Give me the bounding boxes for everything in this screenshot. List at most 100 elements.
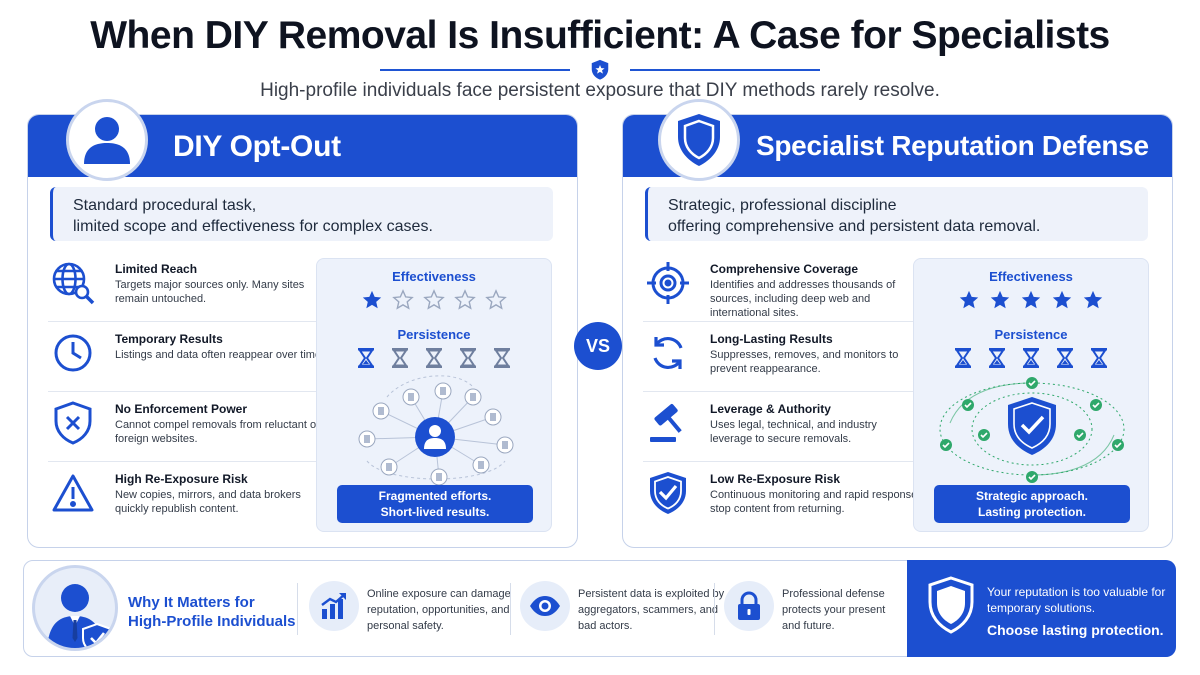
star-outline-icon (454, 289, 476, 310)
gavel-icon (650, 403, 682, 442)
star-filled-icon (990, 290, 1010, 309)
chart-up-icon (321, 593, 346, 619)
feature-title: Low Re-Exposure Risk (710, 472, 841, 486)
star-filled-icon (1052, 290, 1072, 309)
star-filled-icon (1021, 290, 1041, 309)
persistence-label: Persistence (994, 327, 1068, 342)
hourglass-faded-icon (426, 348, 442, 368)
feature-title: No Enforcement Power (115, 402, 248, 416)
user-avatar (66, 99, 148, 181)
specialist-features: Comprehensive Coverage Identifies and ad… (643, 252, 923, 532)
professional-avatar (32, 565, 118, 651)
why-heading: Why It Matters for High-Profile Individu… (128, 594, 296, 630)
shield-icon (678, 114, 720, 166)
shield-star-icon (591, 59, 609, 80)
diy-description: Standard procedural task, limited scope … (50, 187, 553, 241)
feature-text: Suppresses, removes, and monitors to pre… (710, 349, 899, 375)
feature-title: High Re-Exposure Risk (115, 472, 248, 486)
matters-text: Professional defense protects your prese… (782, 588, 886, 632)
shield-check-icon (650, 472, 686, 514)
cta-banner: Your reputation is too valuable for temp… (907, 560, 1176, 657)
page-title: When DIY Removal Is Insufficient: A Case… (90, 14, 1110, 57)
diy-effectiveness-card: Effectiveness Persistence (316, 258, 552, 532)
shield-icon (928, 576, 974, 634)
diy-panel: DIY Opt-Out Standard procedural task, li… (27, 99, 578, 548)
shield-avatar (658, 99, 740, 181)
eye-icon (530, 596, 560, 616)
vs-badge: VS (574, 322, 622, 370)
feature-text: Continuous monitoring and rapid response… (710, 489, 918, 515)
feature-text: Identifies and addresses thousands of so… (710, 279, 896, 319)
lock-icon (738, 591, 760, 620)
star-filled-icon (1083, 290, 1103, 309)
feature-text: Cannot compel removals from reluctant or… (115, 419, 320, 445)
list-item: No Enforcement Power Cannot compel remov… (48, 392, 328, 462)
diy-panel-title: DIY Opt-Out (173, 130, 341, 163)
feature-title: Limited Reach (115, 262, 198, 276)
divider (297, 583, 298, 635)
rating-stars (317, 289, 551, 311)
hourglass-filled-icon (1057, 348, 1073, 368)
list-item: High Re-Exposure Risk New copies, mirror… (48, 462, 328, 532)
hourglass-filled-icon (1023, 348, 1039, 368)
specialist-panel-header: Specialist Reputation Defense (623, 99, 1172, 181)
hourglass-faded-icon (392, 348, 408, 368)
why-it-matters-strip: Why It Matters for High-Profile Individu… (23, 560, 1176, 657)
hourglass-faded-icon (460, 348, 476, 368)
list-item: Long-Lasting Results Suppresses, removes… (643, 322, 923, 392)
hourglass-row (317, 347, 551, 369)
star-outline-icon (485, 289, 507, 310)
cta-strong: Choose lasting protection. (987, 622, 1164, 638)
specialist-panel: Specialist Reputation Defense Strategic,… (622, 99, 1173, 548)
feature-title: Temporary Results (115, 332, 223, 346)
shield-x-icon (54, 401, 92, 445)
feature-title: Leverage & Authority (710, 402, 831, 416)
matters-text: Online exposure can damage reputation, o… (367, 588, 511, 632)
star-filled-icon (362, 290, 382, 309)
feature-text: New copies, mirrors, and data brokers qu… (115, 489, 301, 515)
feature-title: Long-Lasting Results (710, 332, 833, 346)
target-icon (647, 262, 689, 304)
fragmented-network-graphic (358, 375, 514, 486)
star-outline-icon (423, 289, 445, 310)
diy-result-banner: Fragmented efforts. Short-lived results. (337, 485, 533, 523)
hourglass-filled-icon (1091, 348, 1107, 368)
hourglass-filled-icon (955, 348, 971, 368)
diy-panel-header: DIY Opt-Out (28, 99, 577, 181)
list-item: Leverage & Authority Uses legal, technic… (643, 392, 923, 462)
clock-icon (54, 334, 92, 372)
effectiveness-label: Effectiveness (392, 269, 476, 284)
list-item: Low Re-Exposure Risk Continuous monitori… (643, 462, 923, 532)
feature-text: Targets major sources only. Many sites r… (115, 279, 305, 305)
hourglass-filled-icon (989, 348, 1005, 368)
title-divider (380, 59, 820, 80)
hourglass-filled-icon (358, 348, 374, 368)
specialist-result-banner: Strategic approach. Lasting protection. (934, 485, 1130, 523)
user-icon (84, 117, 130, 164)
divider (714, 583, 715, 635)
warning-icon (52, 474, 94, 512)
feature-text: Listings and data often reappear over ti… (115, 349, 325, 361)
effectiveness-label: Effectiveness (989, 269, 1073, 284)
specialist-effectiveness-card: Effectiveness Persistence (913, 258, 1149, 532)
matters-text: Persistent data is exploited by aggregat… (578, 588, 725, 632)
cta-text: Your reputation is too valuable for temp… (987, 585, 1166, 615)
hourglass-row (914, 347, 1148, 369)
feature-text: Uses legal, technical, and industry leve… (710, 419, 877, 445)
specialist-description: Strategic, professional discipline offer… (645, 187, 1148, 241)
list-item: Limited Reach Targets major sources only… (48, 252, 328, 322)
star-outline-icon (392, 289, 414, 310)
diy-features: Limited Reach Targets major sources only… (48, 252, 328, 532)
list-item: Temporary Results Listings and data ofte… (48, 322, 328, 392)
persistence-label: Persistence (397, 327, 471, 342)
protected-network-graphic (939, 377, 1125, 483)
specialist-panel-title: Specialist Reputation Defense (756, 130, 1149, 161)
refresh-icon (653, 336, 683, 370)
star-filled-icon (959, 290, 979, 309)
businessman-shield-icon (47, 584, 112, 648)
globe-search-icon (52, 262, 95, 305)
divider (510, 583, 511, 635)
feature-title: Comprehensive Coverage (710, 262, 859, 276)
rating-stars (914, 289, 1148, 311)
page-subtitle: High-profile individuals face persistent… (260, 80, 940, 101)
